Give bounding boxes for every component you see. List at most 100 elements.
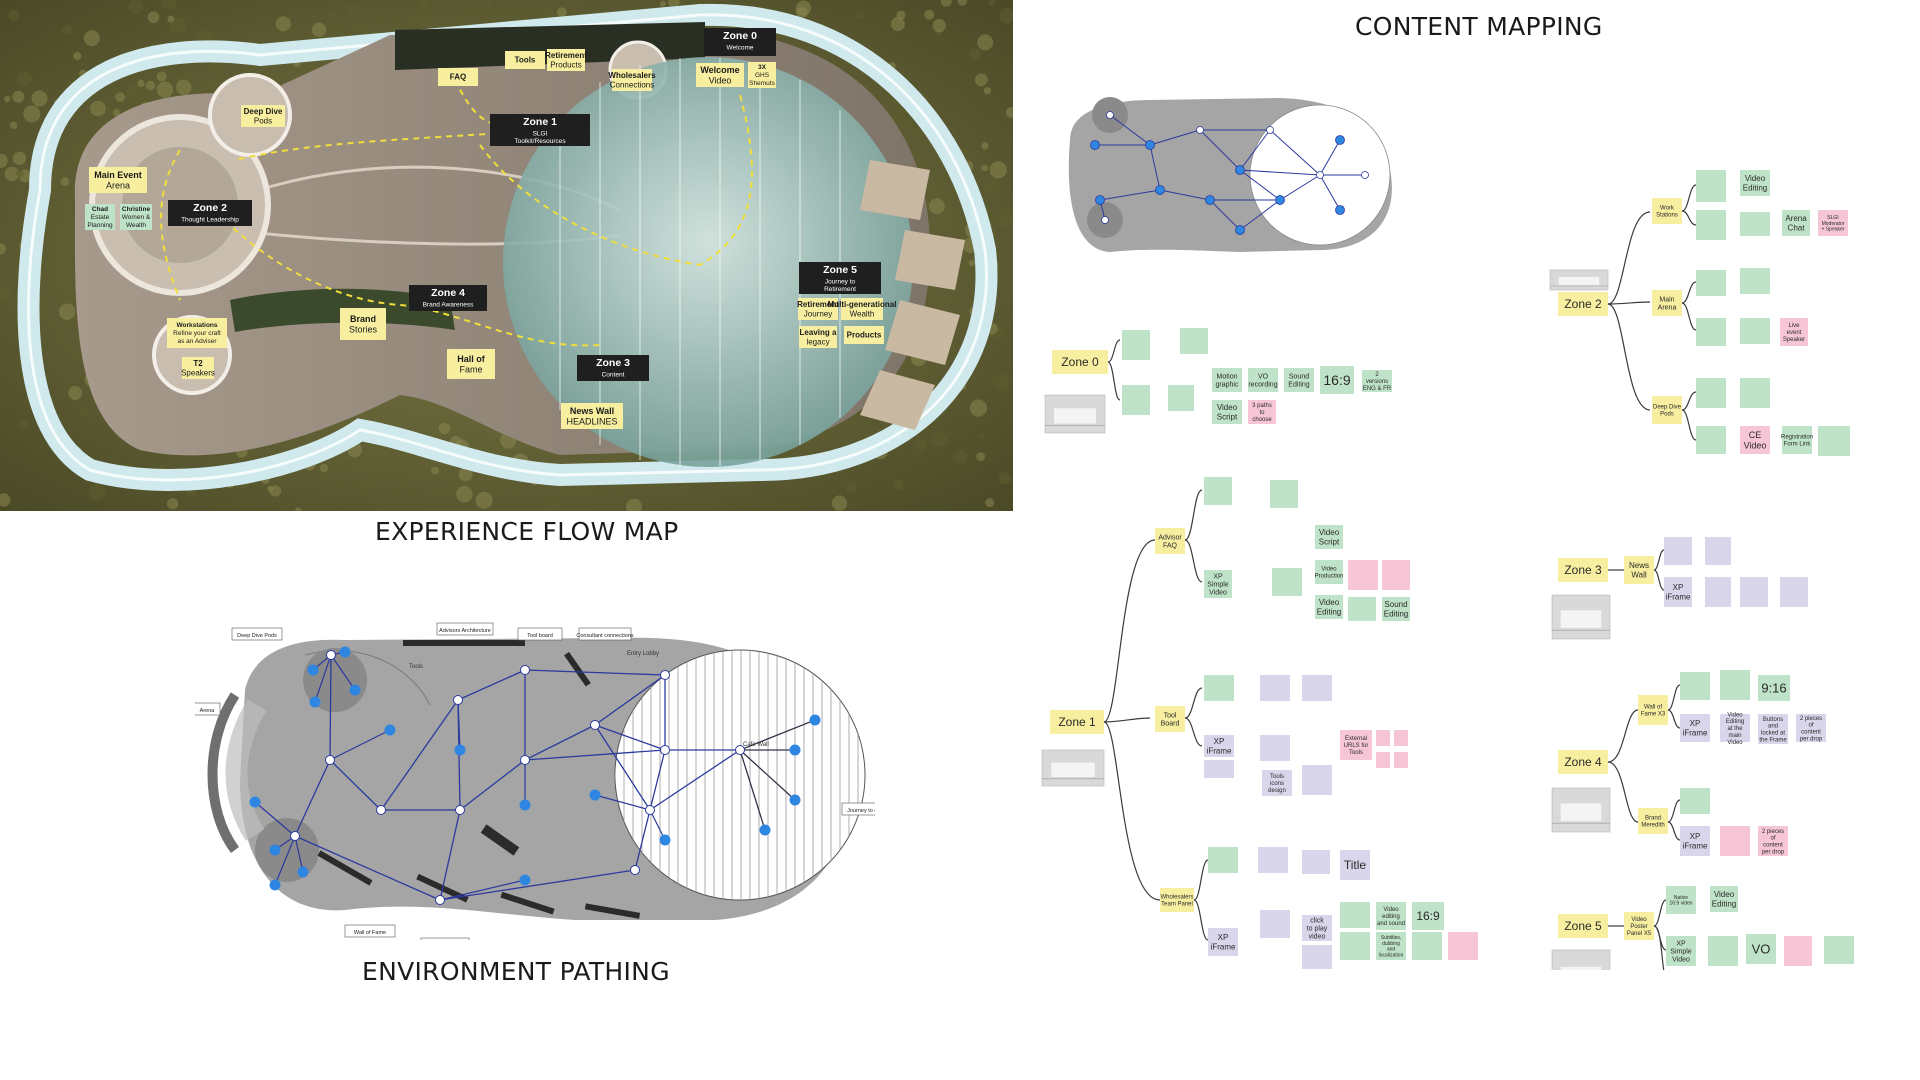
svg-text:Zone 3: Zone 3 bbox=[1564, 563, 1602, 577]
flow-label-text: GHS bbox=[755, 72, 770, 79]
svg-text:Title: Title bbox=[1344, 858, 1367, 872]
flow-label-text: Shemuts bbox=[749, 80, 775, 87]
sticky-note bbox=[1696, 426, 1726, 454]
path-node bbox=[297, 866, 309, 878]
flow-label-text: Journey to bbox=[825, 279, 856, 286]
svg-text:iFrame: iFrame bbox=[1666, 592, 1691, 601]
content-plan-thumbnail bbox=[1068, 97, 1392, 252]
flow-label-products: Products bbox=[844, 326, 884, 344]
svg-text:locked at: locked at bbox=[1761, 731, 1785, 737]
svg-text:Sound: Sound bbox=[1289, 373, 1309, 380]
svg-text:Moderator: Moderator bbox=[1822, 221, 1845, 227]
svg-text:to play: to play bbox=[1307, 926, 1328, 933]
path-node-hub bbox=[645, 805, 655, 815]
svg-text:Video: Video bbox=[1209, 590, 1227, 597]
svg-text:+ Speaker: + Speaker bbox=[1822, 227, 1845, 233]
arena-wall bbox=[207, 692, 240, 853]
flow-label-text: Journey bbox=[804, 309, 832, 318]
path-node-hub bbox=[453, 695, 463, 705]
svg-text:Speaker: Speaker bbox=[1783, 337, 1805, 343]
path-node bbox=[454, 744, 466, 756]
svg-text:the Frame: the Frame bbox=[1759, 738, 1787, 744]
sticky-note bbox=[1208, 847, 1238, 873]
svg-text:XP: XP bbox=[1673, 583, 1684, 592]
flow-label-text: as an Adviser bbox=[177, 338, 217, 345]
sticky-note bbox=[1740, 378, 1770, 408]
svg-text:FAQ: FAQ bbox=[1163, 543, 1178, 550]
svg-text:Deep Dive: Deep Dive bbox=[1653, 405, 1682, 411]
svg-text:Video: Video bbox=[1217, 403, 1238, 412]
svg-text:Tools: Tools bbox=[1349, 750, 1363, 756]
svg-text:of: of bbox=[1808, 723, 1813, 729]
floor-label: Entry Lobby bbox=[627, 651, 659, 657]
flow-label-text: Planning bbox=[87, 222, 113, 229]
svg-text:Brand: Brand bbox=[1645, 816, 1661, 822]
svg-text:2 pieces: 2 pieces bbox=[1762, 829, 1784, 835]
sticky-note bbox=[1818, 426, 1850, 456]
pathing-callout: Wall of Fame bbox=[344, 924, 396, 938]
sticky-note bbox=[1780, 577, 1808, 607]
sticky-note bbox=[1302, 765, 1332, 795]
pathing-dome bbox=[614, 649, 866, 901]
pathing-callout: Consultant connections bbox=[576, 627, 634, 641]
sticky-note bbox=[1696, 210, 1726, 240]
flow-label-text: Refine your craft bbox=[173, 330, 221, 337]
svg-text:9:16: 9:16 bbox=[1761, 681, 1786, 696]
path-node bbox=[269, 879, 281, 891]
svg-text:Tool: Tool bbox=[1164, 712, 1177, 719]
svg-text:Zone 1: Zone 1 bbox=[1058, 715, 1096, 729]
svg-text:XP: XP bbox=[1213, 573, 1223, 580]
svg-text:Editing: Editing bbox=[1726, 719, 1744, 725]
zone-render-thumbnail bbox=[1551, 787, 1611, 833]
svg-text:XP: XP bbox=[1214, 737, 1225, 746]
path-node bbox=[249, 796, 261, 808]
sticky-note bbox=[1664, 537, 1692, 565]
svg-text:graphic: graphic bbox=[1216, 382, 1239, 389]
path-node-hub bbox=[590, 720, 600, 730]
sticky-note bbox=[1382, 560, 1410, 590]
svg-text:Board: Board bbox=[1161, 721, 1180, 728]
svg-text:Production: Production bbox=[1315, 574, 1344, 580]
flow-label-faq: FAQ bbox=[438, 68, 478, 86]
svg-text:content: content bbox=[1801, 730, 1821, 736]
path-node-hub bbox=[660, 670, 670, 680]
svg-text:Native: Native bbox=[1674, 895, 1688, 901]
sticky-note bbox=[1260, 675, 1290, 701]
svg-text:per drop: per drop bbox=[1762, 850, 1785, 856]
path-node bbox=[759, 824, 771, 836]
svg-text:Video: Video bbox=[1744, 440, 1767, 450]
flow-label-text: Women & bbox=[122, 214, 151, 221]
sticky-note bbox=[1204, 477, 1232, 505]
path-node-hub bbox=[630, 865, 640, 875]
svg-text:Panel X5: Panel X5 bbox=[1627, 931, 1652, 937]
svg-text:content: content bbox=[1763, 843, 1783, 849]
sticky-note bbox=[1258, 847, 1288, 873]
flow-label-text: SLGI bbox=[533, 131, 548, 138]
big-note: 16:9 bbox=[1412, 902, 1444, 930]
sticky-note bbox=[1696, 270, 1726, 296]
svg-text:CE: CE bbox=[1749, 430, 1762, 440]
svg-text:Arena: Arena bbox=[1785, 214, 1807, 223]
mindmap-notes: Zone 0MotiongraphicVOrecordingSoundEditi… bbox=[1050, 170, 1854, 1000]
path-node bbox=[789, 744, 801, 756]
path-node-hub bbox=[435, 895, 445, 905]
path-node bbox=[519, 799, 531, 811]
